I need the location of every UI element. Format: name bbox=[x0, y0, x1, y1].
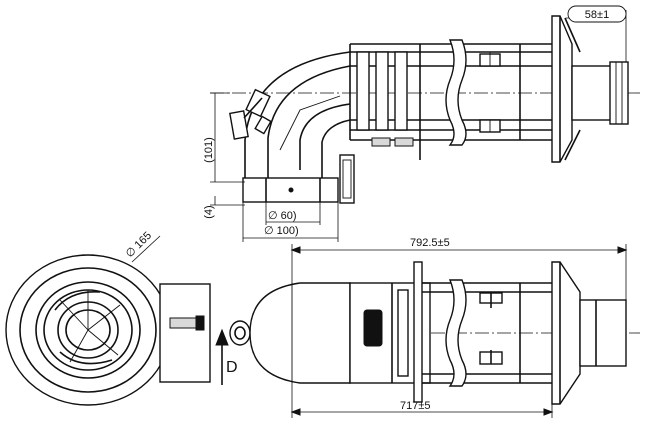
small-cap-inner bbox=[234, 326, 246, 340]
drain-hole bbox=[288, 187, 294, 193]
wall-plate-slope-bottom bbox=[564, 129, 581, 161]
pipe-break bbox=[445, 39, 467, 146]
elbow-inner-2 bbox=[321, 119, 351, 178]
terminal-plate bbox=[551, 261, 581, 405]
top-side-view: 58±1 (101) (4) ∅ 60) ∅ 100) bbox=[203, 5, 640, 242]
vanes bbox=[59, 290, 121, 363]
dim-165-line bbox=[131, 235, 161, 263]
small-cap bbox=[229, 320, 251, 346]
dim-4-label: (4) bbox=[203, 205, 215, 218]
coupling-tab-2 bbox=[394, 137, 414, 147]
coupling-3 bbox=[394, 51, 408, 131]
dim-58-box bbox=[567, 5, 627, 23]
end-inner-ring-1 bbox=[35, 281, 141, 379]
dim-7925-label: 792.5±5 bbox=[410, 237, 450, 249]
bottom-side-view: 792.5±5 717±5 bbox=[249, 237, 640, 418]
coupling-tab-1 bbox=[371, 137, 391, 147]
view-d-label: D bbox=[226, 359, 238, 376]
side-clamp-inner bbox=[342, 159, 352, 199]
label-plate bbox=[363, 309, 383, 347]
elbow-inner-1 bbox=[299, 103, 351, 170]
side-clamp bbox=[339, 154, 355, 204]
dim-7925-arrow-left bbox=[290, 246, 301, 254]
coupling-1 bbox=[356, 51, 370, 131]
terminal-pipe bbox=[571, 65, 613, 121]
terminal-cylinder bbox=[579, 299, 627, 367]
end-pipe-stub bbox=[159, 283, 211, 383]
clamp-band bbox=[243, 97, 263, 119]
flange-left bbox=[413, 261, 423, 403]
view-d-indicator: D bbox=[215, 320, 251, 385]
elbow-seam bbox=[279, 95, 341, 151]
body-band bbox=[397, 289, 409, 377]
view-arrow-head bbox=[215, 328, 229, 346]
dim-717-label: 717±5 bbox=[400, 400, 431, 412]
coupling-2 bbox=[375, 51, 389, 131]
end-plate-ring bbox=[19, 267, 157, 393]
vane-arc-1 bbox=[54, 291, 101, 311]
terminal-cap bbox=[609, 61, 629, 125]
dim-7925-arrow-right bbox=[617, 246, 628, 254]
elbow-outer-inner bbox=[267, 65, 351, 178]
vane-arc-2 bbox=[59, 351, 113, 365]
dim-58-label: 58±1 bbox=[585, 9, 609, 21]
wall-plate bbox=[551, 15, 573, 163]
dim-717-arrow-right bbox=[543, 408, 554, 416]
dim-100-label: ∅ 100) bbox=[264, 225, 299, 237]
end-view: ∅ 165 bbox=[5, 230, 211, 406]
dim-60-label: ∅ 60) bbox=[268, 210, 297, 222]
elbow-clamp bbox=[229, 88, 272, 140]
wall-plate-slope-top bbox=[564, 17, 581, 53]
dim-717-arrow-left bbox=[290, 408, 301, 416]
end-bolt-head bbox=[195, 315, 205, 331]
dim-101-label: (101) bbox=[203, 137, 215, 163]
dome-head bbox=[249, 282, 351, 384]
bottom-pipe-break bbox=[445, 279, 467, 387]
